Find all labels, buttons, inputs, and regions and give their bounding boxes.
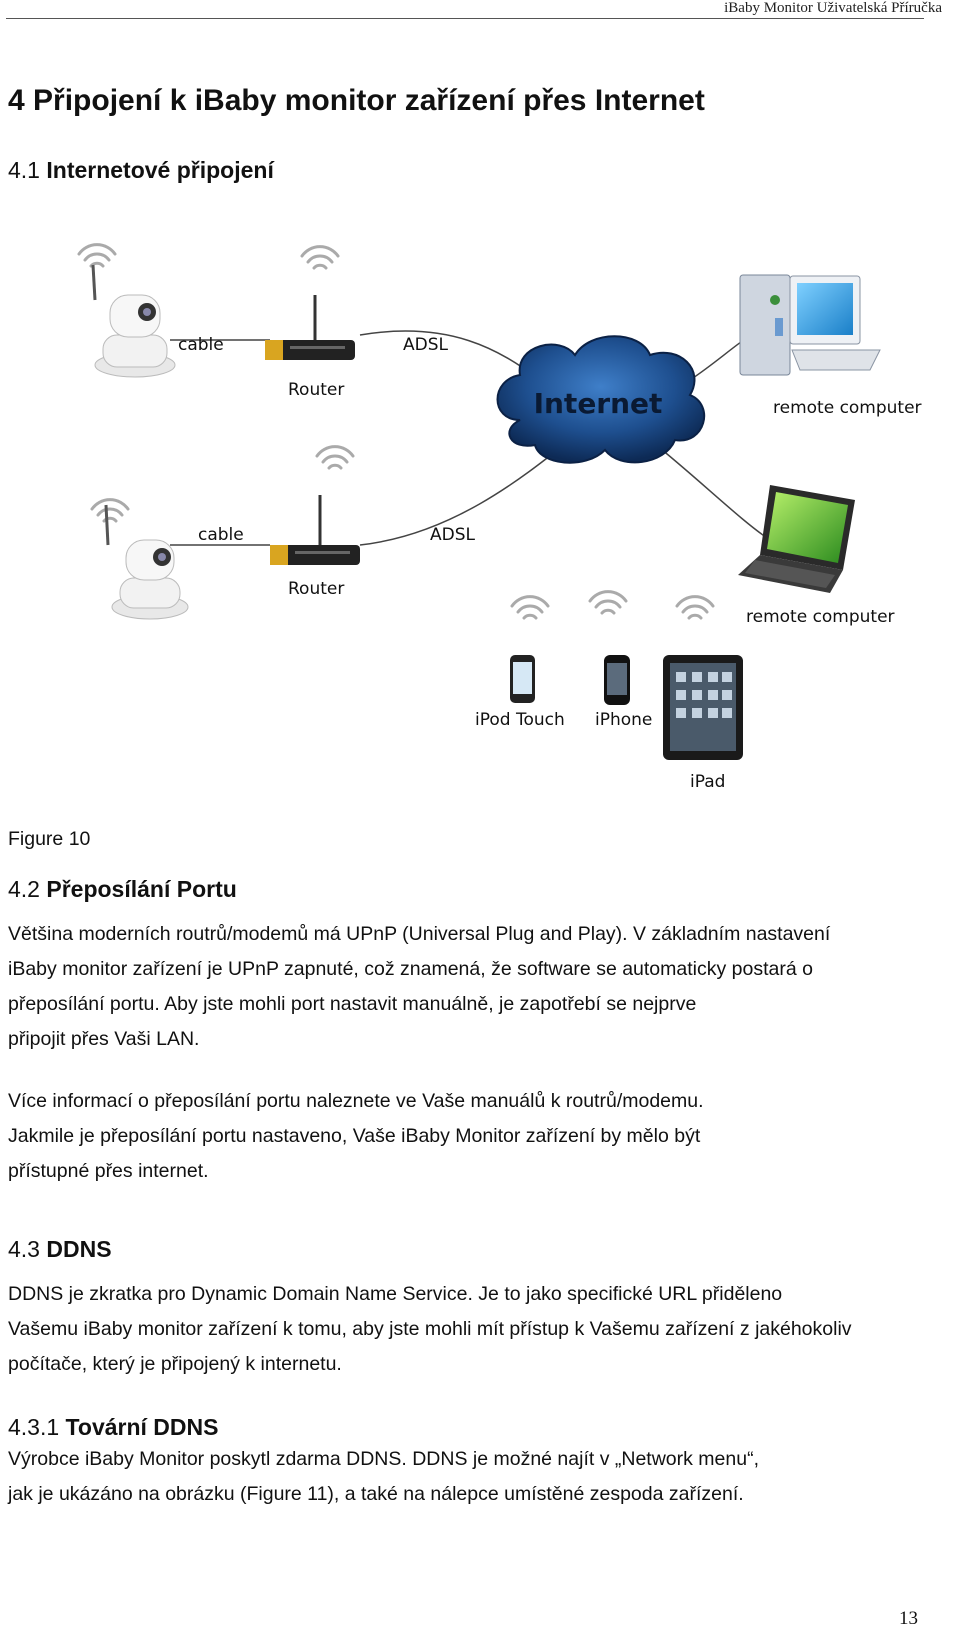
text-line: Jakmile je přeposílání portu nastaveno, … [8,1125,701,1147]
section-title: Internetové připojení [46,157,274,183]
label-ipod: iPod Touch [475,710,565,730]
label-ipad: iPad [690,772,725,792]
label-remote-pc: remote computer [773,398,922,418]
paragraph-port-forwarding-1: Většina moderních routrů/modemů má UPnP … [8,917,958,1057]
text-line: iBaby monitor zařízení je UPnP zapnuté, … [8,958,813,980]
section-number: 4.3.1 [8,1414,60,1440]
camera-icon [104,504,189,620]
label-router-top: Router [288,380,344,400]
section-title: Přeposílání Portu [46,876,237,902]
section-number: 4.2 [8,876,40,902]
chapter-title: 4 Připojení k iBaby monitor zařízení pře… [8,84,705,117]
text-line: Vašemu iBaby monitor zařízení k tomu, ab… [8,1318,852,1340]
text-line: Více informací o přeposílání portu nalez… [8,1090,704,1112]
cloud-label: Internet [534,387,663,420]
header-rule [6,18,924,19]
text-line: DDNS je zkratka pro Dynamic Domain Name … [8,1283,783,1305]
wifi-icon [588,590,628,615]
section-heading-4-3-1: 4.3.1 Tovární DDNS [8,1414,218,1441]
link-cloud-laptop [649,439,771,541]
router-icon [270,495,360,565]
text-line: jak je ukázáno na obrázku (Figure 11), a… [8,1483,744,1505]
paragraph-factory-ddns: Výrobce iBaby Monitor poskytl zdarma DDN… [8,1442,958,1512]
text-line: Většina moderních routrů/modemů má UPnP … [8,923,831,945]
ipod-touch-icon [510,655,535,703]
wifi-icon [90,498,130,523]
wifi-icon [77,243,117,268]
network-diagram: Internet [77,243,922,792]
laptop-icon [738,485,855,593]
link-router1-cloud [359,330,541,381]
section-number: 4.1 [8,157,40,183]
section-title: Tovární DDNS [65,1414,219,1440]
label-remote-laptop: remote computer [746,607,895,627]
wifi-icon [315,445,355,470]
running-header: iBaby Monitor Uživatelská Příručka [724,0,942,16]
ipad-icon [663,655,743,760]
label-cable-bottom: cable [198,525,244,545]
desktop-computer-icon [739,274,881,376]
text-line: připojit přes Vaši LAN. [8,1028,200,1050]
label-adsl-bottom: ADSL [430,525,476,545]
wifi-icons [77,243,715,620]
text-line: počítače, který je připojený k internetu… [8,1353,342,1375]
paragraph-ddns: DDNS je zkratka pro Dynamic Domain Name … [8,1277,958,1382]
section-heading-4-1: 4.1 Internetové připojení [8,157,274,184]
section-heading-4-3: 4.3 DDNS [8,1236,112,1263]
figure-caption: Figure 10 [8,828,91,850]
text-line: přístupné přes internet. [8,1160,209,1182]
text-line: přeposílání portu. Aby jste mohli port n… [8,993,697,1015]
wifi-icon [675,595,715,620]
iphone-icon [604,655,630,705]
paragraph-port-forwarding-2: Více informací o přeposílání portu nalez… [8,1084,958,1189]
wifi-icon [510,595,550,620]
label-iphone: iPhone [595,710,652,730]
camera-icon [91,264,176,378]
label-cable-top: cable [178,335,224,355]
page-number: 13 [899,1608,918,1629]
section-number: 4.3 [8,1236,40,1262]
text-line: Výrobce iBaby Monitor poskytl zdarma DDN… [8,1448,759,1470]
wifi-icon [300,245,340,270]
internet-cloud-icon: Internet [496,335,706,464]
section-title: DDNS [46,1236,112,1262]
label-router-bottom: Router [288,579,344,599]
label-adsl-top: ADSL [403,335,449,355]
router-icon [265,295,355,360]
network-diagram-figure: Internet [60,232,960,832]
section-heading-4-2: 4.2 Přeposílání Portu [8,876,237,903]
